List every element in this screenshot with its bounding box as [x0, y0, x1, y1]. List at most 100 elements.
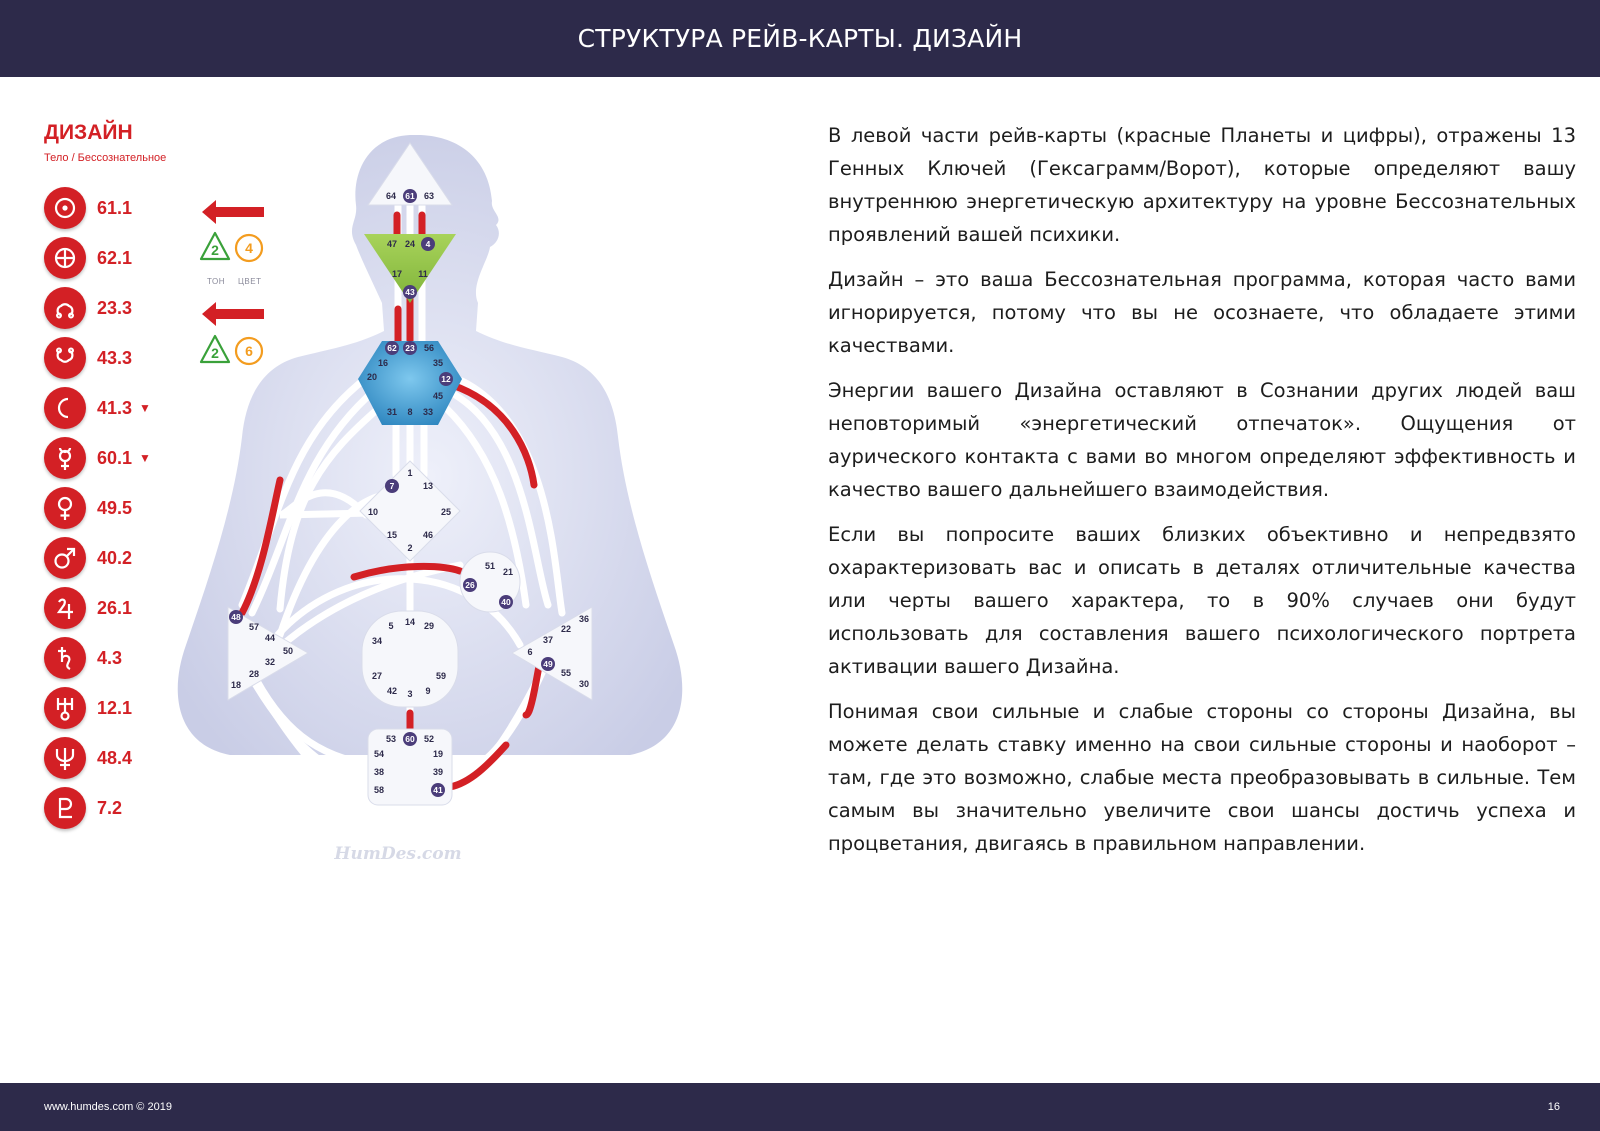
moon-icon — [44, 387, 86, 429]
svg-text:39: 39 — [433, 767, 443, 777]
svg-text:42: 42 — [387, 686, 397, 696]
planet-value: 49.5 — [97, 497, 133, 518]
design-subtitle: Тело / Бессознательное — [44, 152, 167, 164]
svg-text:23: 23 — [405, 343, 415, 353]
tone-value: 2 — [211, 345, 219, 361]
paragraph: Если вы попросите ваших близких объектив… — [828, 523, 1576, 678]
sacral-center: 5 14 29 34 27 59 42 3 9 — [361, 610, 459, 708]
sun-icon — [44, 187, 86, 229]
svg-text:62: 62 — [387, 343, 397, 353]
svg-text:55: 55 — [561, 668, 571, 678]
svg-text:47: 47 — [387, 239, 397, 249]
svg-text:49: 49 — [543, 659, 553, 669]
planet-row-moon: 41.3 ▼ — [44, 386, 151, 430]
svg-text:9: 9 — [425, 686, 430, 696]
svg-text:1: 1 — [407, 468, 412, 478]
root-center: 53 60 52 54 19 38 39 58 41 — [367, 728, 453, 806]
body-silhouette — [177, 135, 683, 755]
ego-center: 51 21 26 40 — [459, 551, 521, 613]
ajna-center: 47 24 4 17 11 43 — [364, 234, 456, 303]
svg-text:50: 50 — [283, 646, 293, 656]
planet-value: 26.1 — [97, 597, 133, 618]
svg-text:22: 22 — [561, 624, 571, 634]
planet-value: 62.1 — [97, 247, 133, 268]
svg-text:7: 7 — [390, 481, 395, 491]
page-footer: www.humdes.com © 2019 16 — [0, 1083, 1600, 1131]
solar-plexus-center: 36 22 37 6 49 55 30 — [511, 606, 593, 701]
svg-text:25: 25 — [441, 507, 451, 517]
svg-text:63: 63 — [424, 191, 434, 201]
svg-text:2: 2 — [407, 543, 412, 553]
color-value: 6 — [245, 343, 253, 359]
planet-value: 12.1 — [97, 697, 133, 718]
svg-text:18: 18 — [231, 680, 241, 690]
svg-text:30: 30 — [579, 679, 589, 689]
planet-row-north-node: 23.3 — [44, 286, 132, 330]
svg-text:43: 43 — [405, 287, 415, 297]
svg-text:56: 56 — [424, 343, 434, 353]
mercury-icon — [44, 437, 86, 479]
svg-text:19: 19 — [433, 749, 443, 759]
svg-text:34: 34 — [372, 636, 382, 646]
pluto-icon — [44, 787, 86, 829]
svg-text:54: 54 — [374, 749, 384, 759]
svg-text:27: 27 — [372, 671, 382, 681]
tone-triangle: 2 — [199, 334, 231, 364]
svg-text:45: 45 — [433, 391, 443, 401]
variable-arrow-left-icon — [202, 302, 264, 326]
south-node-icon — [44, 337, 86, 379]
svg-text:60: 60 — [405, 734, 415, 744]
retrograde-marker: ▼ — [139, 401, 151, 415]
svg-text:13: 13 — [423, 481, 433, 491]
planet-row-neptune: 48.4 — [44, 736, 132, 780]
svg-text:28: 28 — [249, 669, 259, 679]
svg-text:32: 32 — [265, 657, 275, 667]
retrograde-marker: ▼ — [139, 451, 151, 465]
planet-row-mars: 40.2 — [44, 536, 132, 580]
active-channels — [238, 211, 546, 791]
planet-row-saturn: 4.3 — [44, 636, 122, 680]
color-circle: 4 — [234, 233, 264, 263]
svg-text:51: 51 — [485, 561, 495, 571]
planet-value: 61.1 — [97, 197, 133, 218]
color-label: ЦВЕТ — [238, 277, 262, 286]
uranus-icon — [44, 687, 86, 729]
svg-text:15: 15 — [387, 530, 397, 540]
svg-text:36: 36 — [579, 614, 589, 624]
planet-row-mercury: 60.1 ▼ — [44, 436, 151, 480]
svg-text:38: 38 — [374, 767, 384, 777]
color-circle: 6 — [234, 336, 264, 366]
planet-row-pluto: 7.2 — [44, 786, 122, 830]
paragraph: В левой части рейв-карты (красные Планет… — [828, 124, 1576, 246]
color-value: 4 — [245, 240, 253, 256]
svg-text:26: 26 — [465, 580, 475, 590]
variable-arrow-left-icon — [202, 200, 264, 224]
planet-row-jupiter: 26.1 — [44, 586, 132, 630]
page-header: СТРУКТУРА РЕЙВ-КАРТЫ. ДИЗАЙН — [0, 0, 1600, 77]
svg-text:17: 17 — [392, 269, 402, 279]
svg-text:6: 6 — [527, 647, 532, 657]
svg-text:10: 10 — [368, 507, 378, 517]
svg-text:41: 41 — [433, 785, 443, 795]
planet-value: 7.2 — [97, 797, 123, 818]
planet-value: 43.3 — [97, 347, 133, 368]
svg-text:4: 4 — [426, 239, 431, 249]
paragraph: Дизайн – это ваша Бессознательная програ… — [828, 268, 1576, 357]
svg-text:20: 20 — [367, 372, 377, 382]
planet-row-south-node: 43.3 — [44, 336, 132, 380]
svg-text:59: 59 — [436, 671, 446, 681]
planet-row-earth: 62.1 — [44, 236, 132, 280]
head-center: 64 61 63 — [367, 142, 453, 206]
planet-value: 60.1 — [97, 447, 133, 468]
body-text: В левой части рейв-карты (красные Планет… — [828, 119, 1576, 872]
saturn-icon — [44, 637, 86, 679]
svg-text:8: 8 — [407, 407, 412, 417]
svg-text:58: 58 — [374, 785, 384, 795]
svg-text:29: 29 — [424, 621, 434, 631]
earth-icon — [44, 237, 86, 279]
svg-text:21: 21 — [503, 567, 513, 577]
svg-text:24: 24 — [405, 239, 415, 249]
planet-value: 4.3 — [97, 647, 123, 668]
paragraph: Энергии вашего Дизайна оставляют в Созна… — [828, 379, 1576, 501]
tone-label: ТОН — [207, 277, 226, 286]
